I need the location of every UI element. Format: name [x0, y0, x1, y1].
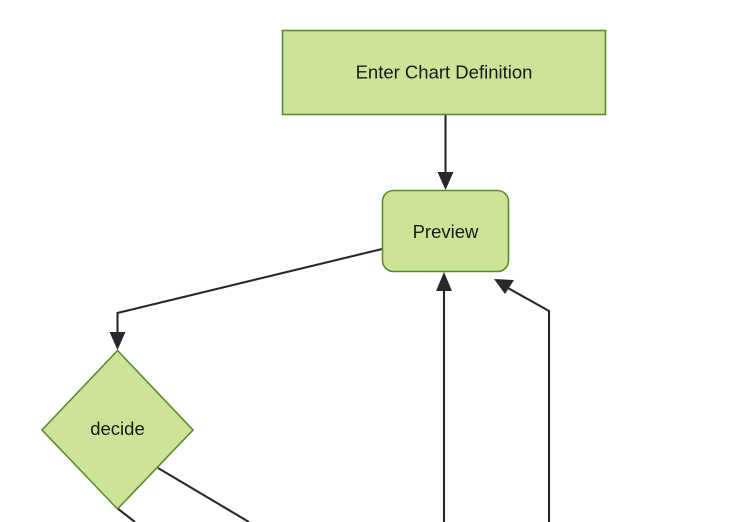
node-enter-chart-definition[interactable]: Enter Chart Definition	[281, 29, 607, 116]
edge-line	[157, 467, 250, 522]
edge-line	[116, 507, 136, 522]
edge-offscreen-right-to-preview	[494, 279, 551, 522]
edge-line	[507, 287, 551, 522]
edge-enter-to-preview	[437, 115, 454, 190]
edge-offscreen-center-to-preview	[436, 272, 452, 522]
edge-decide-to-offscreen-left	[116, 507, 136, 522]
node-shape-rounded-rectangle	[381, 189, 510, 273]
node-decide[interactable]: decide	[40, 349, 195, 511]
edge-decide-to-offscreen-right	[157, 467, 250, 522]
node-shape-diamond	[40, 349, 195, 511]
arrowhead-up-left-icon	[494, 279, 514, 294]
arrowhead-down-icon	[109, 332, 126, 350]
node-preview[interactable]: Preview	[381, 189, 510, 273]
edge-preview-to-decide	[109, 247, 383, 350]
arrowhead-down-icon	[437, 172, 454, 190]
edge-line	[116, 247, 383, 334]
arrowhead-up-icon	[436, 272, 452, 291]
node-shape-rectangle	[281, 29, 607, 116]
